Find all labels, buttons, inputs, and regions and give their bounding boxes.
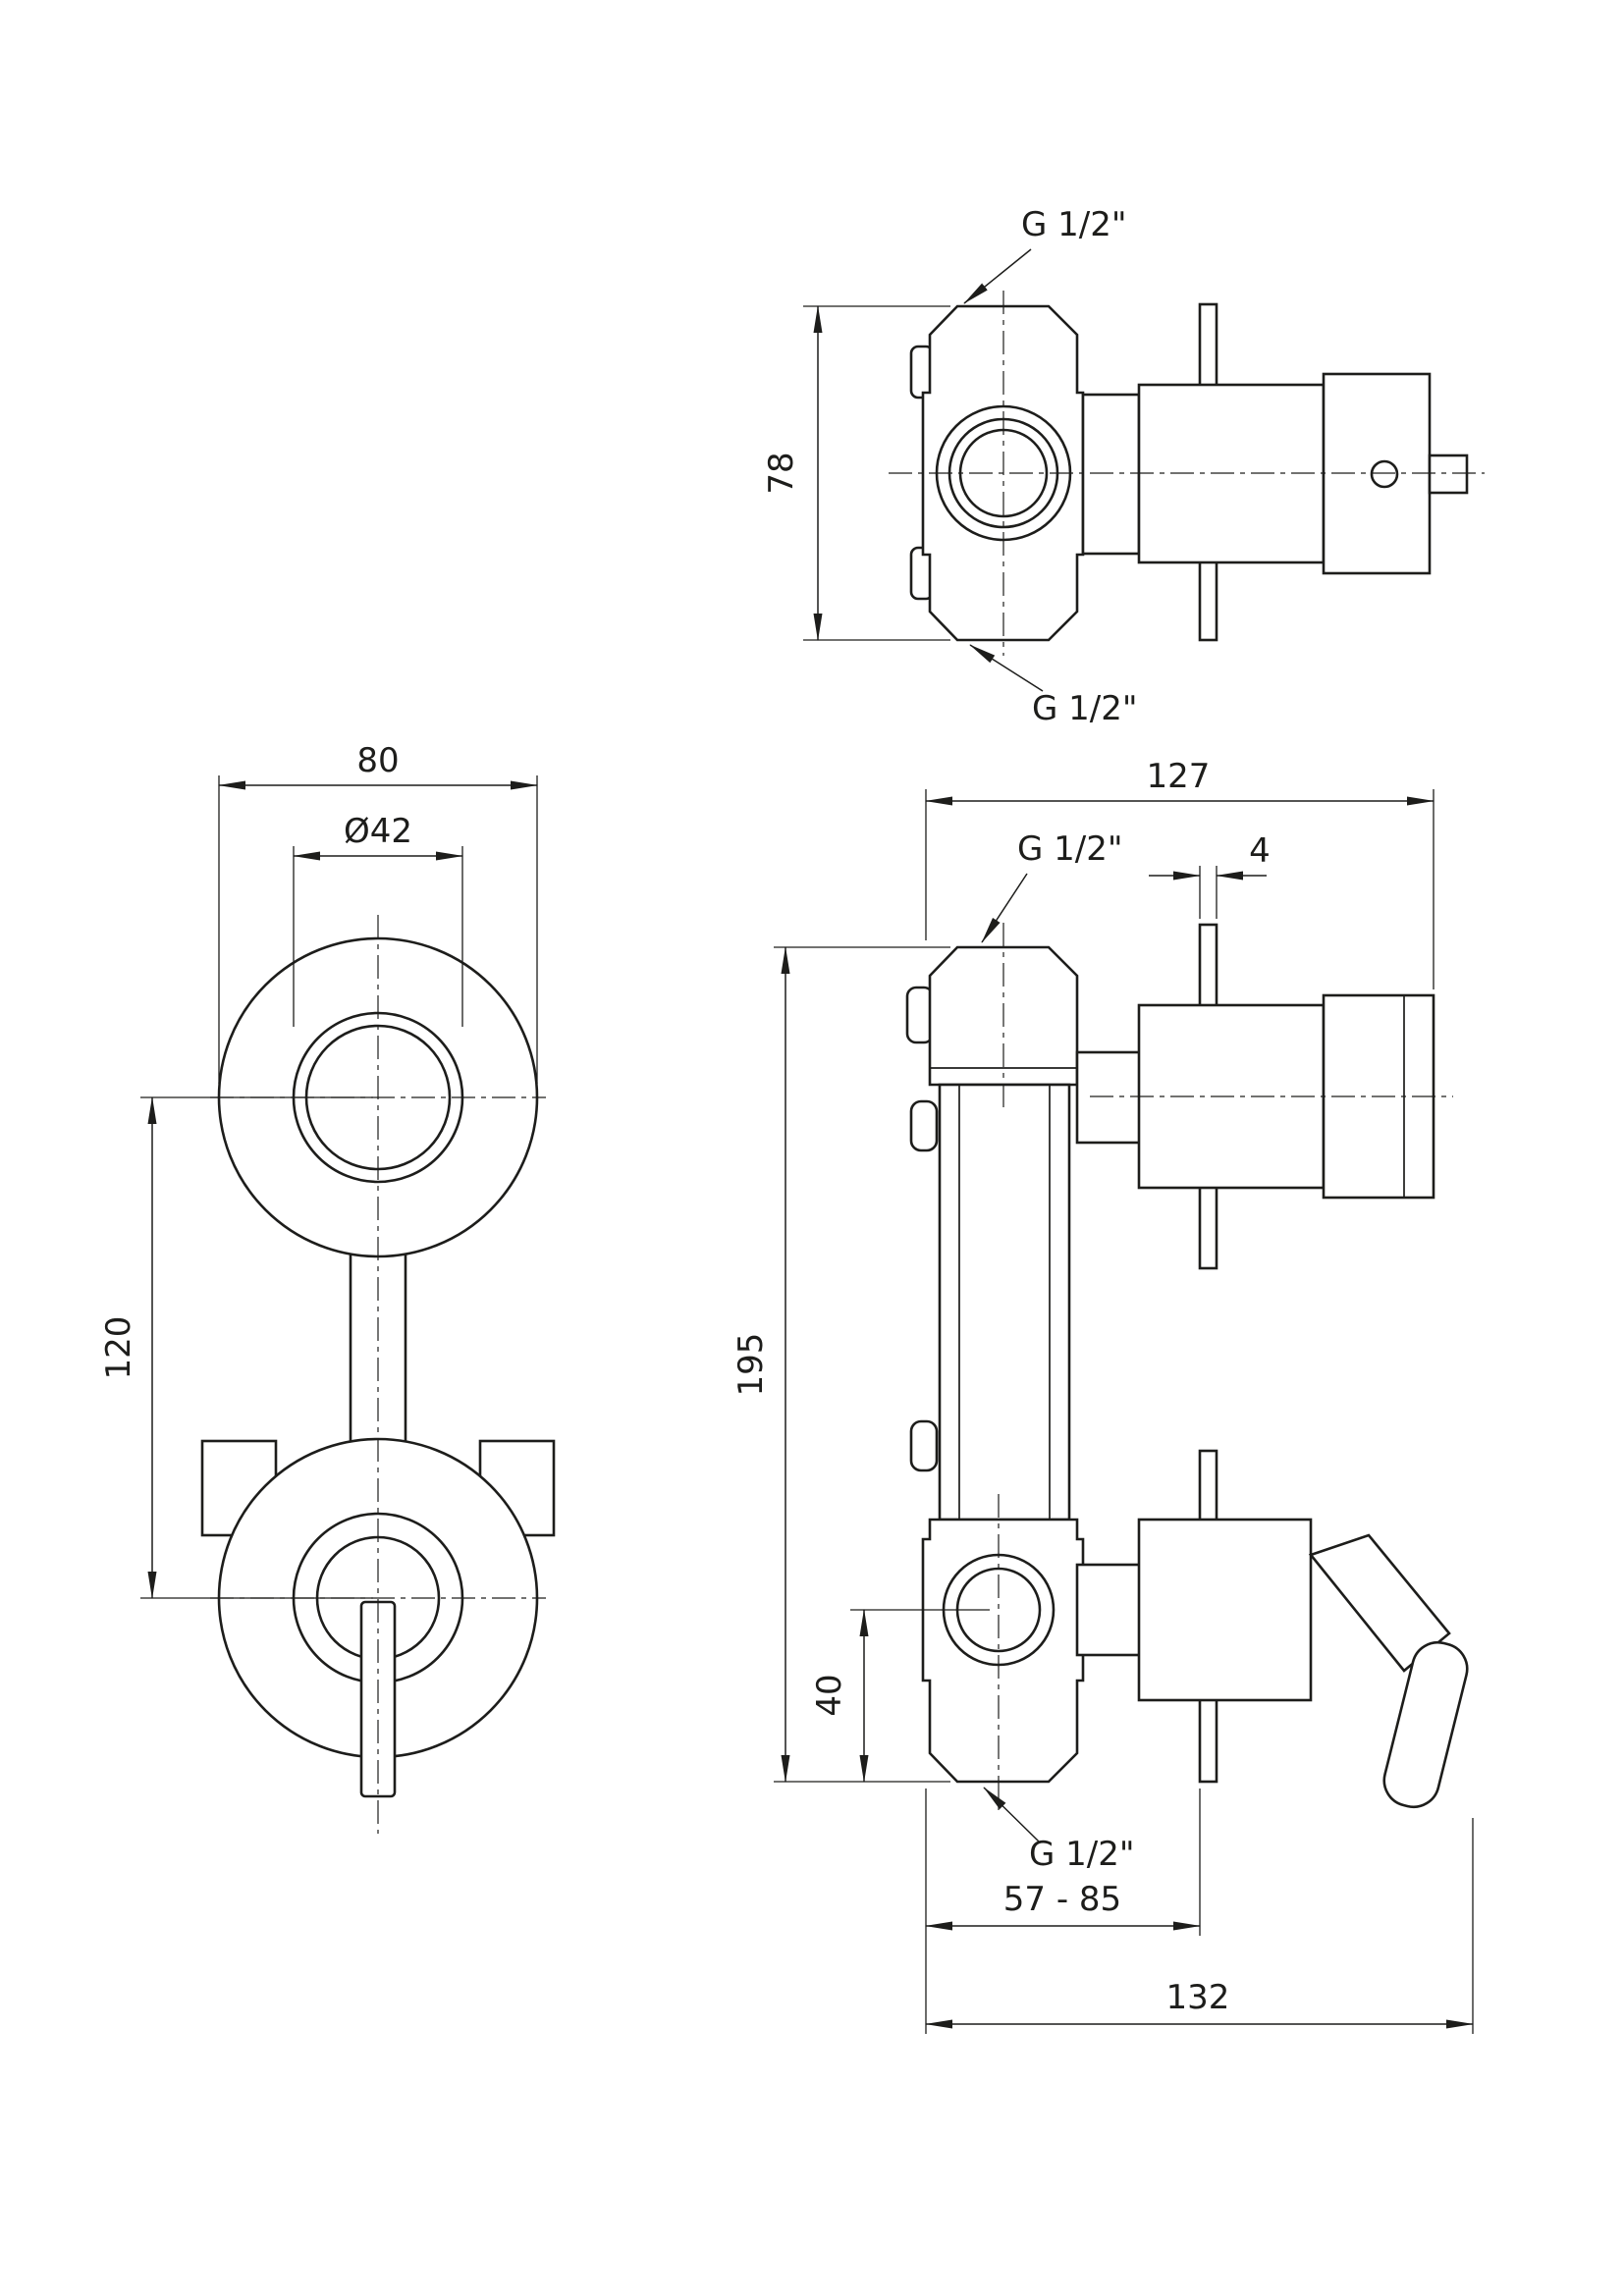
handle-pin bbox=[1428, 454, 1469, 495]
leader-line bbox=[983, 1787, 1040, 1842]
dim-label-195: 195 bbox=[731, 1333, 771, 1397]
side-view: 127 G 1/2" 4 195 40 G 1/2" 57 - 85 132 bbox=[731, 757, 1474, 2034]
lower-valve-neck bbox=[1075, 1563, 1144, 1657]
leader-line bbox=[963, 248, 1032, 304]
dim-label-132: 132 bbox=[1166, 1978, 1230, 2017]
top-view: 78 G 1/2" G 1/2" bbox=[762, 205, 1485, 728]
lever-grip bbox=[1382, 1640, 1469, 1809]
lever-arm bbox=[1308, 1533, 1451, 1673]
dim-label-57-85: 57 - 85 bbox=[1003, 1880, 1121, 1919]
dim-label-40: 40 bbox=[810, 1674, 849, 1716]
leader-line bbox=[969, 644, 1044, 692]
valve-housing bbox=[938, 1083, 1071, 1522]
handle-set-screw bbox=[1370, 459, 1399, 489]
dim-label-127: 127 bbox=[1147, 757, 1211, 796]
dim-label-78: 78 bbox=[762, 452, 801, 494]
leader-line bbox=[981, 873, 1028, 943]
clip-tab bbox=[909, 1419, 939, 1472]
connector-block bbox=[1081, 393, 1141, 556]
dim-label-diameter-42: Ø42 bbox=[344, 812, 412, 851]
thread-label-top: G 1/2" bbox=[1021, 205, 1127, 244]
front-view: 80 Ø42 120 bbox=[99, 741, 556, 1834]
lower-valve-body bbox=[1137, 1518, 1313, 1702]
dim-label-120: 120 bbox=[99, 1316, 138, 1380]
dim-label-4: 4 bbox=[1249, 831, 1271, 871]
upper-handle-neck bbox=[1075, 1050, 1144, 1145]
clip-tab bbox=[909, 1099, 939, 1152]
dim-label-80: 80 bbox=[356, 741, 399, 780]
thread-label-top: G 1/2" bbox=[1017, 829, 1123, 869]
thread-label-bottom: G 1/2" bbox=[1029, 1835, 1135, 1874]
thread-label-bottom: G 1/2" bbox=[1032, 689, 1138, 728]
